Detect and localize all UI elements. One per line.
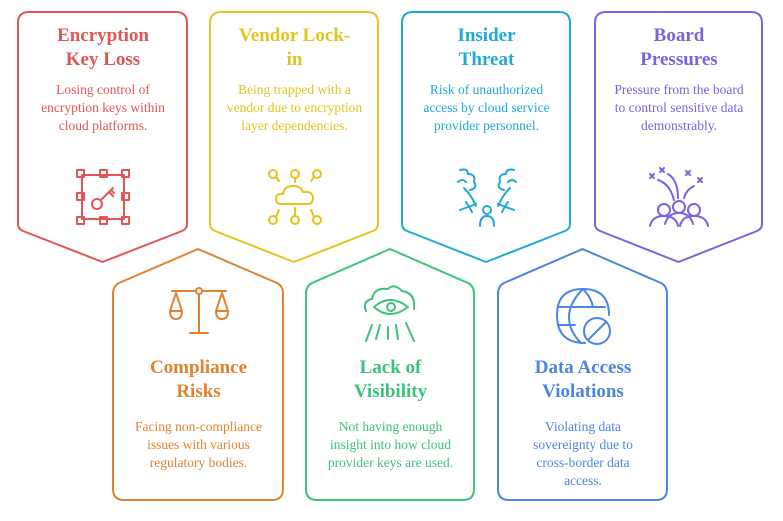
card-outline (594, 11, 763, 263)
card-outline (305, 248, 475, 501)
card-description: Pressure from the board to control sensi… (614, 82, 744, 133)
card-description: Violating data sovereignty due to cross-… (533, 419, 633, 488)
card-vendor-lock-in: Vendor Lock-in Being trapped with a vend… (210, 24, 379, 225)
card-outline (497, 248, 668, 501)
card-description: Being trapped with a vendor due to encry… (226, 82, 363, 133)
card-title: Vendor Lock-in (238, 25, 351, 70)
card-outline (17, 11, 188, 263)
group-pressure-icon (648, 166, 710, 232)
globe-blocked-icon (553, 285, 613, 351)
card-description: Risk of unauthorized access by cloud ser… (423, 82, 550, 133)
cloud-network-icon (263, 166, 327, 232)
card-description: Not having enough insight into how cloud… (327, 419, 454, 470)
key-grid-icon (73, 166, 133, 232)
person-trees-icon (456, 166, 518, 232)
card-outline (209, 11, 379, 263)
card-outline (112, 248, 284, 501)
cloud-eye-icon (362, 285, 420, 351)
card-description: Facing non-compliance issues with variou… (134, 419, 263, 470)
card-description: Losing control of encryption keys within… (41, 82, 165, 133)
scales-icon (168, 287, 230, 341)
card-outline (401, 11, 571, 263)
